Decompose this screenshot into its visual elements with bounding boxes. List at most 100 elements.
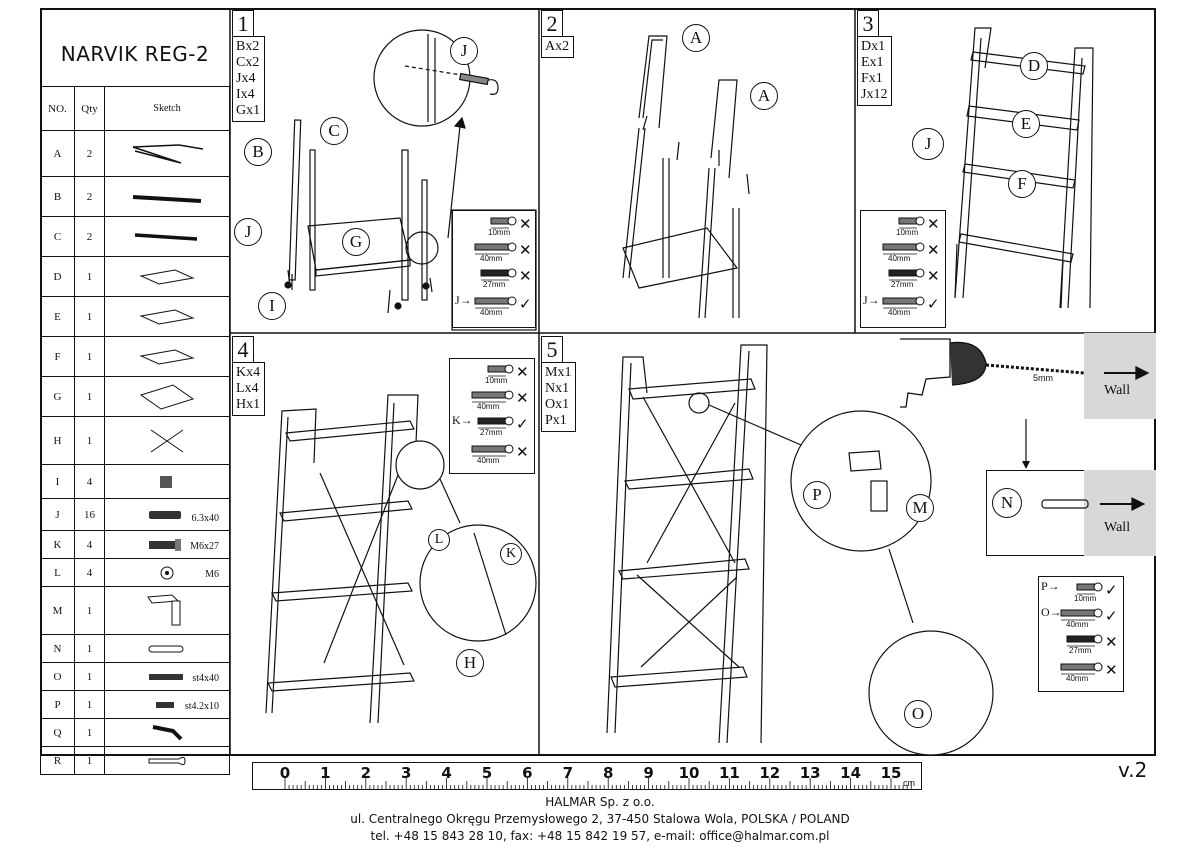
step3-number: 3 bbox=[857, 10, 879, 36]
part-qty: 1 bbox=[74, 586, 105, 635]
step4-drawing bbox=[265, 394, 537, 724]
plug-label-n: N bbox=[992, 488, 1022, 518]
screw-row: 40mm✕ bbox=[450, 443, 534, 465]
screw-pointer-label: P→ bbox=[1041, 579, 1060, 593]
ruler-number: 6 bbox=[522, 764, 533, 782]
ruler-ticks bbox=[284, 778, 912, 790]
part-sketch bbox=[104, 718, 230, 747]
screw-length: 40mm bbox=[480, 254, 503, 263]
part-sketch: 6.3x40 bbox=[104, 498, 230, 531]
part-qty: 2 bbox=[74, 176, 105, 217]
part-qty: 1 bbox=[74, 376, 105, 417]
wall-label-bottom: Wall bbox=[1104, 520, 1131, 535]
part-id: O bbox=[40, 662, 75, 691]
step3-drawing bbox=[954, 27, 1094, 309]
part-id: A bbox=[40, 130, 75, 177]
cross-icon: ✕ bbox=[519, 267, 532, 285]
screw-length: 40mm bbox=[1066, 620, 1089, 629]
part-sketch bbox=[104, 176, 230, 217]
plug-drawing bbox=[1041, 497, 1146, 511]
part-sketch bbox=[104, 296, 230, 337]
cross-icon: ✕ bbox=[519, 241, 532, 259]
step5-label-o: O bbox=[904, 700, 932, 728]
step4-number: 4 bbox=[232, 336, 254, 362]
part-id: J bbox=[40, 498, 75, 531]
step5-label-p: P bbox=[803, 481, 831, 509]
screw-row: 40mm✕ bbox=[1039, 661, 1123, 683]
screw-row: 10mm ✕ bbox=[861, 215, 945, 237]
part-qty: 4 bbox=[74, 464, 105, 499]
step2-counts: Ax2 bbox=[541, 36, 575, 58]
part-id: N bbox=[40, 634, 75, 663]
screw-length: 40mm bbox=[1066, 674, 1089, 683]
step3-screw-legend: 10mm✕40mm✕27mm✕40mm✓J→ bbox=[860, 210, 946, 328]
part-qty: 1 bbox=[74, 746, 105, 775]
step4-label-l: L bbox=[428, 529, 450, 551]
part-id: G bbox=[40, 376, 75, 417]
step3-label-j: J bbox=[912, 128, 944, 160]
step1-label-g: G bbox=[342, 228, 370, 256]
screw-row: 27mm✕ bbox=[453, 267, 535, 289]
product-title: NARVIK REG-2 bbox=[60, 42, 210, 66]
part-qty: 4 bbox=[74, 558, 105, 587]
ruler-unit: cm bbox=[903, 778, 915, 788]
cross-icon: ✕ bbox=[516, 443, 529, 461]
part-qty: 1 bbox=[74, 690, 105, 719]
part-sketch bbox=[104, 376, 230, 417]
screw-row: 10mm✕ bbox=[450, 363, 534, 385]
step1-screw-legend: 10mm✕40mm✕27mm✕40mm✓J→ bbox=[452, 210, 536, 328]
part-id: Q bbox=[40, 718, 75, 747]
part-qty: 1 bbox=[74, 634, 105, 663]
cross-icon: ✕ bbox=[516, 363, 529, 381]
check-icon: ✓ bbox=[1105, 607, 1118, 625]
part-sketch bbox=[104, 746, 230, 775]
part-sketch bbox=[104, 586, 230, 635]
footer-company: HALMAR Sp. z o.o. bbox=[545, 795, 655, 809]
cross-icon: ✕ bbox=[516, 389, 529, 407]
screw-length: 10mm bbox=[896, 228, 919, 237]
part-id: D bbox=[40, 256, 75, 297]
part-size: st4.2x10 bbox=[184, 701, 219, 712]
step4-screw-legend: 10mm✕40mm✕27mm✓K→40mm✕ bbox=[449, 358, 535, 474]
screw-pointer-label: J→ bbox=[455, 293, 472, 307]
part-id: M bbox=[40, 586, 75, 635]
part-sketch: M6 bbox=[104, 558, 230, 587]
part-sketch bbox=[104, 130, 230, 177]
screw-row: 40mm✓ bbox=[861, 295, 945, 317]
step1-label-c: C bbox=[320, 117, 348, 145]
part-qty: 1 bbox=[74, 416, 105, 465]
ruler-number: 4 bbox=[441, 764, 452, 782]
version-label: v.2 bbox=[1118, 758, 1148, 782]
part-id: R bbox=[40, 746, 75, 775]
step5-number: 5 bbox=[541, 336, 563, 362]
part-size: 6.3x40 bbox=[191, 513, 220, 524]
part-qty: 1 bbox=[74, 256, 105, 297]
step5-drawing bbox=[606, 344, 994, 756]
screw-length: 40mm bbox=[477, 402, 500, 411]
ruler-number: 5 bbox=[481, 764, 493, 782]
part-sketch bbox=[104, 464, 230, 499]
screw-pointer-label: J→ bbox=[863, 293, 880, 307]
part-id: E bbox=[40, 296, 75, 337]
part-sketch bbox=[104, 634, 230, 663]
cross-icon: ✕ bbox=[927, 215, 940, 233]
part-sketch bbox=[104, 416, 230, 465]
screw-row: 40mm ✓ bbox=[1039, 607, 1123, 629]
wall-label-top: Wall bbox=[1104, 383, 1131, 398]
step3-label-f: F bbox=[1008, 170, 1036, 198]
footer-address: ul. Centralnego Okręgu Przemysłowego 2, … bbox=[350, 812, 850, 826]
screw-row: 27mm✕ bbox=[861, 267, 945, 289]
part-id: P bbox=[40, 690, 75, 719]
check-icon: ✓ bbox=[927, 295, 940, 313]
cross-icon: ✕ bbox=[1105, 633, 1118, 651]
